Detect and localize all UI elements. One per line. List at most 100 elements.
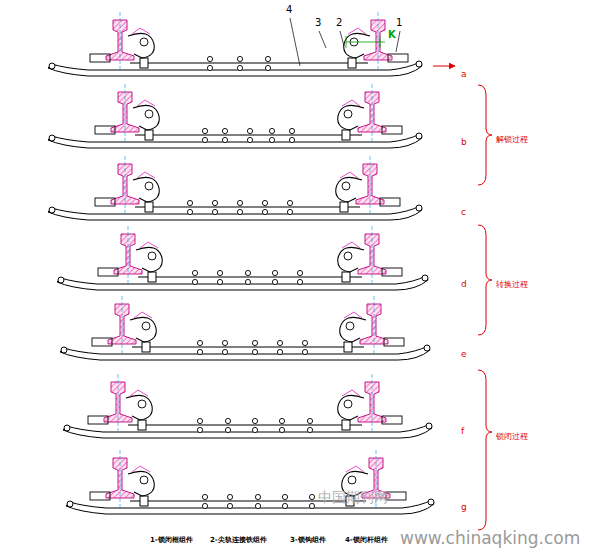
lock-rod <box>135 206 360 207</box>
bolt <box>225 427 230 432</box>
hook-pin <box>138 400 146 408</box>
hook-pin <box>346 322 354 330</box>
lock-hook <box>133 105 159 130</box>
bolt <box>302 340 307 345</box>
bolt <box>197 427 202 432</box>
bolt <box>202 137 207 142</box>
lock-frame <box>88 416 108 424</box>
lock-rod <box>132 346 364 347</box>
bolt <box>197 418 202 423</box>
lock-hook <box>344 33 370 58</box>
lock-hook <box>338 395 364 420</box>
lock-frame <box>95 126 115 134</box>
end-hole <box>64 425 70 431</box>
rod-block <box>342 272 350 282</box>
bolt <box>237 209 242 214</box>
connecting-iron <box>132 28 150 34</box>
bolt <box>309 494 314 499</box>
hook-pin <box>145 110 153 118</box>
hook-pin <box>148 252 156 260</box>
lock-hook <box>340 317 366 342</box>
assembly-row <box>57 226 428 290</box>
lock-frame <box>382 268 402 276</box>
lock-rod <box>128 424 362 425</box>
center-line <box>378 12 379 70</box>
lock-rod <box>138 276 362 277</box>
bolt <box>202 494 207 499</box>
bolt <box>272 270 277 275</box>
center-line <box>128 226 129 284</box>
bolt <box>287 209 292 214</box>
base-plate <box>60 346 430 360</box>
callout-number: 1 <box>396 18 402 28</box>
bolt <box>297 279 302 284</box>
base-plate <box>48 134 422 148</box>
bolt <box>192 279 197 284</box>
direction-arrow <box>433 66 455 67</box>
callout-number: 2 <box>336 18 342 28</box>
rod-block <box>344 342 352 352</box>
center-line <box>372 84 373 142</box>
lock-hook <box>128 33 154 58</box>
bolt <box>289 128 294 133</box>
bolt <box>279 427 284 432</box>
end-hole <box>67 501 73 507</box>
bolt <box>225 418 230 423</box>
lock-frame <box>380 198 400 206</box>
hook-pin <box>348 476 356 484</box>
end-hole <box>422 275 428 281</box>
bolt <box>237 56 242 61</box>
center-line <box>370 156 371 214</box>
bolt <box>222 137 227 142</box>
bolt <box>265 65 270 70</box>
watermark: 中国期刊网 <box>318 490 388 504</box>
rod-block <box>145 202 153 212</box>
state-letter: e <box>461 350 467 359</box>
dimension-k <box>346 36 385 48</box>
end-hole <box>426 423 432 429</box>
bolt <box>207 65 212 70</box>
rod-block <box>142 342 150 352</box>
connecting-iron <box>342 100 360 106</box>
legend-text: 2-尖轨连接铁组件 <box>210 537 267 544</box>
end-hole <box>61 347 67 353</box>
rod-block <box>348 58 356 68</box>
lock-hook <box>133 177 159 202</box>
base-plate <box>63 424 432 438</box>
end-hole <box>416 61 422 67</box>
bolt <box>202 503 207 508</box>
end-hole <box>49 135 55 141</box>
rod-block <box>148 272 156 282</box>
legend-text: 4-锁闭杆组件 <box>345 537 388 544</box>
hook-pin <box>140 476 148 484</box>
bolt <box>262 209 267 214</box>
legend-text: 3-锁钩组件 <box>290 537 326 544</box>
bracket <box>478 370 492 530</box>
leader-lines <box>290 18 400 66</box>
lock-frame <box>98 268 118 276</box>
state-letter: a <box>461 70 467 79</box>
lock-hook <box>338 105 364 130</box>
bolt <box>282 494 287 499</box>
connecting-iron <box>340 172 358 178</box>
lock-frame <box>90 492 110 500</box>
rod-block <box>342 420 350 430</box>
connecting-iron <box>137 172 155 178</box>
bolt <box>265 56 270 61</box>
lock-hook <box>130 317 156 342</box>
bolt <box>307 427 312 432</box>
assembly-row <box>48 156 422 220</box>
bracket <box>478 85 492 185</box>
process-label: 转换过程 <box>496 281 528 289</box>
lock-frame <box>388 54 408 62</box>
assembly-row <box>48 84 422 148</box>
bolt <box>262 200 267 205</box>
connecting-iron <box>140 242 158 248</box>
bolt <box>309 503 314 508</box>
hook-pin <box>344 400 352 408</box>
process-label: 解锁过程 <box>496 136 528 144</box>
bolt <box>187 209 192 214</box>
bolt <box>202 128 207 133</box>
